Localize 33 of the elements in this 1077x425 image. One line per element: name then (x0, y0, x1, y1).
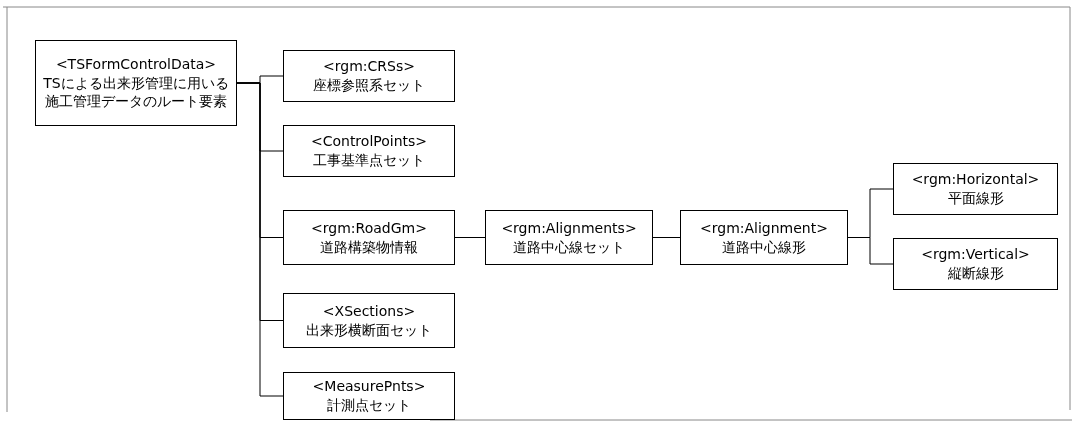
element-tag: <rgm:RoadGm> (311, 218, 427, 238)
element-box (283, 50, 455, 102)
element-tag: <MeasurePnts> (312, 377, 426, 396)
element-tag: <rgm:Alignments> (501, 218, 637, 238)
element-description: 平面線形 (947, 189, 1004, 208)
element-box (680, 210, 848, 265)
connector-line (454, 237, 486, 238)
element-box (283, 372, 455, 420)
element-description: 道路中心線セット (513, 237, 625, 257)
element-tag: <rgm:Horizontal> (911, 170, 1040, 189)
element-box (893, 238, 1058, 290)
connector-line (236, 82, 284, 397)
element-description: 計測点セット (327, 396, 411, 415)
element-box (283, 210, 455, 265)
element-description: 工事基準点セット (313, 151, 425, 170)
element-tag: <TSFormControlData> (55, 54, 217, 74)
element-description: TSによる出来形管理に用いる施工管理データのルート要素 (42, 73, 230, 112)
element-tag: <rgm:CRSs> (323, 57, 415, 76)
element-tag: <ControlPoints> (310, 132, 428, 151)
element-description: 縦断線形 (947, 264, 1004, 283)
element-box (893, 163, 1058, 215)
element-box (283, 293, 455, 348)
element-tag: <rgm:Alignment> (700, 218, 828, 238)
element-box (35, 40, 237, 126)
element-tag: <XSections> (322, 301, 416, 321)
element-box (485, 210, 653, 265)
connector-line (652, 237, 681, 238)
element-description: 座標参照系セット (313, 76, 425, 95)
element-box (283, 125, 455, 177)
element-description: 出来形横断面セット (306, 320, 432, 340)
element-description: 道路中心線形 (722, 237, 806, 257)
element-tag: <rgm:Vertical> (921, 245, 1030, 264)
element-description: 道路構築物情報 (320, 237, 418, 257)
